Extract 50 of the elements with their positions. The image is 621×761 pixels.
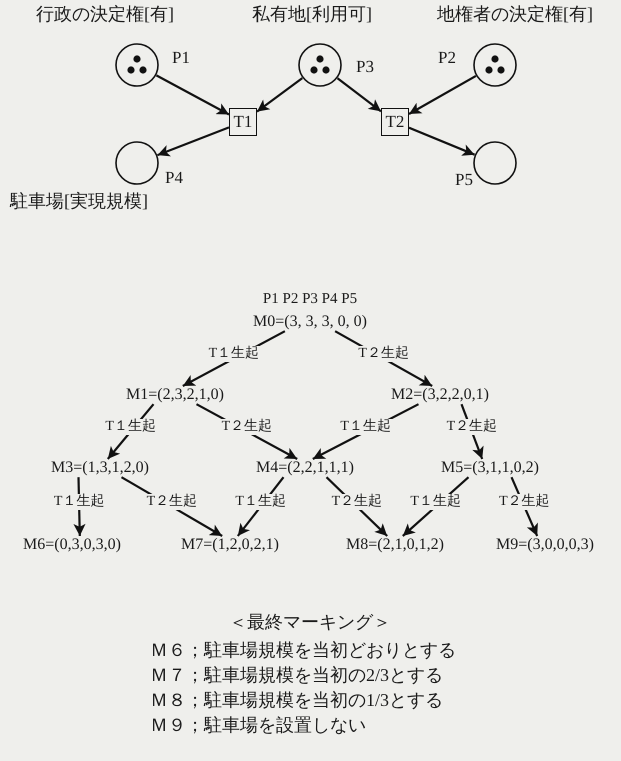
note-text: Ｍ７；駐車場規模を当初の2/3とする bbox=[150, 665, 444, 687]
marking-text: M0=(3, 3, 3, 0, 0) bbox=[253, 312, 367, 332]
place-label: 地権者の決定権[有] bbox=[437, 4, 593, 26]
arrow bbox=[156, 74, 230, 116]
place-name: P5 bbox=[455, 170, 473, 190]
place-circle bbox=[473, 43, 517, 87]
marking-text: M7=(1,2,0,2,1) bbox=[181, 535, 279, 554]
arrow bbox=[157, 126, 230, 156]
marking-text: M9=(3,0,0,0,3) bbox=[496, 535, 594, 554]
marking-text: M3=(1,3,1,2,0) bbox=[51, 458, 149, 478]
place-name: P1 bbox=[172, 48, 190, 68]
heading: ＜最終マーキング＞ bbox=[229, 612, 391, 634]
note-text: Ｍ８；駐車場規模を当初の1/3とする bbox=[150, 690, 444, 712]
arrow bbox=[336, 77, 382, 112]
place-label: 行政の決定権[有] bbox=[36, 4, 174, 26]
place-circle bbox=[298, 43, 342, 87]
marking-text: M4=(2,2,1,1,1) bbox=[256, 458, 354, 478]
edge-label: T１生起 bbox=[408, 494, 463, 510]
place-label: 駐車場[実現規模] bbox=[10, 191, 148, 213]
edge-label: T１生起 bbox=[233, 494, 288, 510]
note-text: Ｍ６；駐車場規模を当初どおりとする bbox=[150, 640, 456, 662]
place-circle bbox=[115, 141, 159, 185]
edge-label: T２生起 bbox=[497, 494, 552, 510]
arrow bbox=[408, 126, 476, 156]
place-name: P2 bbox=[438, 48, 456, 68]
edge-label: T１生起 bbox=[338, 418, 393, 436]
edge-label: T１生起 bbox=[103, 418, 158, 436]
note-text: Ｍ９；駐車場を設置しない bbox=[150, 715, 366, 737]
place-name: P4 bbox=[165, 168, 183, 188]
place-name: P3 bbox=[356, 57, 374, 78]
edge-label: T２生起 bbox=[220, 418, 274, 436]
marking-text: M6=(0,3,0,3,0) bbox=[23, 535, 121, 554]
edge-label: T２生起 bbox=[444, 418, 500, 436]
edge-label: T２生起 bbox=[144, 494, 200, 510]
edge-label: T１生起 bbox=[52, 494, 106, 510]
marking-text: M8=(2,1,0,1,2) bbox=[346, 535, 444, 554]
edge-label: T２生起 bbox=[356, 346, 411, 362]
place-circle bbox=[473, 141, 517, 185]
arrow bbox=[256, 77, 303, 112]
transition-box: T2 bbox=[381, 108, 409, 136]
edge-label: T１生起 bbox=[206, 346, 262, 362]
marking-text: M5=(3,1,1,0,2) bbox=[441, 458, 539, 478]
marking-text: M2=(3,2,2,0,1) bbox=[391, 385, 489, 404]
arrow bbox=[408, 74, 476, 115]
place-circle bbox=[115, 43, 159, 87]
edge-label: T２生起 bbox=[330, 494, 384, 510]
marking-text: M1=(2,3,2,1,0) bbox=[126, 385, 224, 404]
place-label: 私有地[利用可] bbox=[252, 4, 372, 26]
column-header: P1 P2 P3 P4 P5 bbox=[262, 290, 358, 308]
transition-box: T1 bbox=[229, 108, 257, 136]
